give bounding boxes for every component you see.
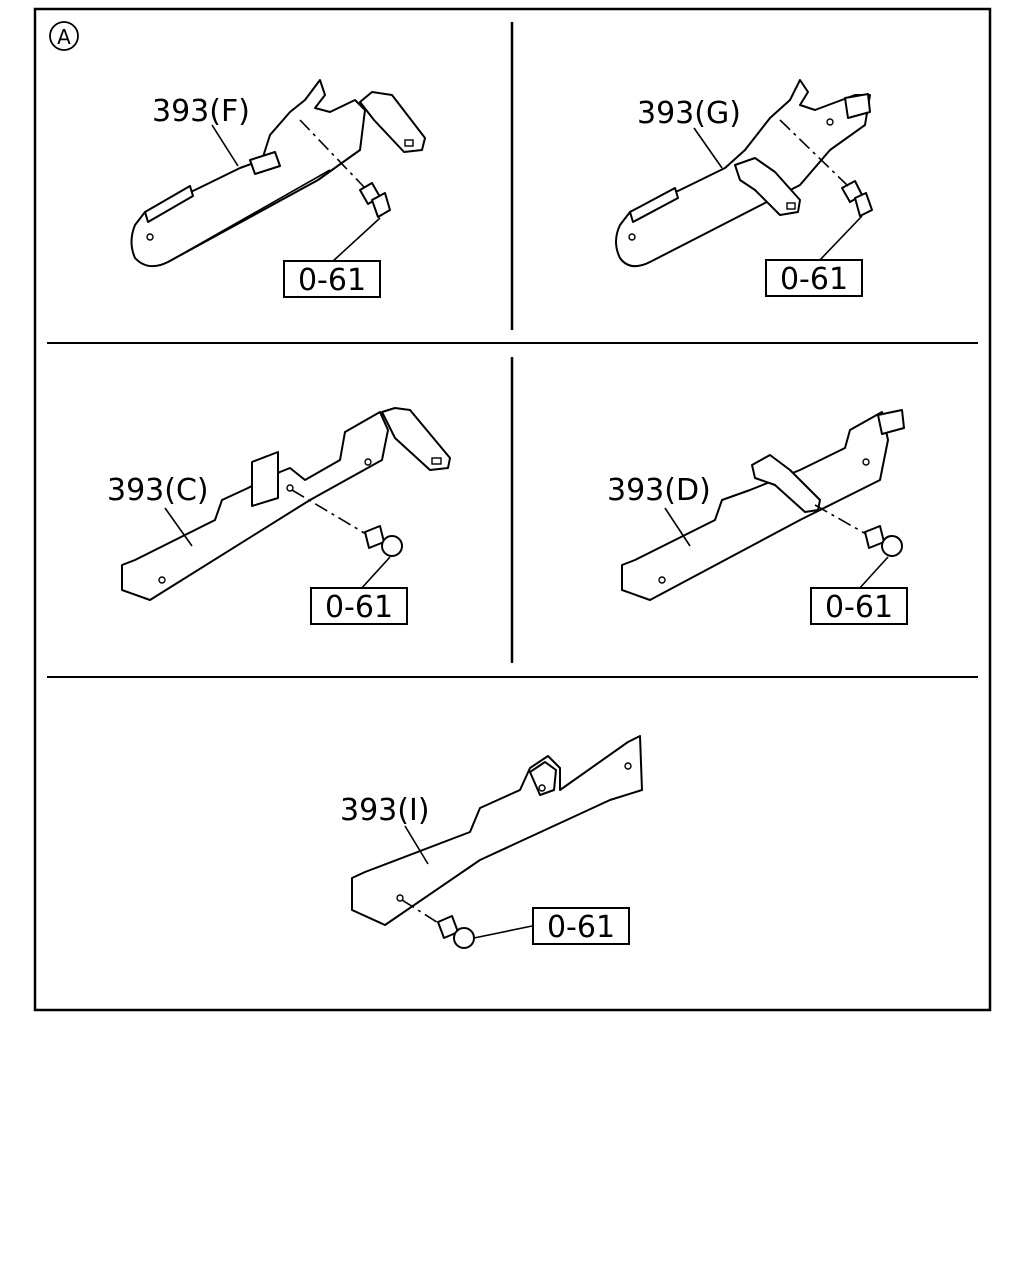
- section-marker-letter: A: [57, 25, 71, 49]
- install-axis-d: [814, 504, 867, 535]
- diagram-frame: [33, 7, 992, 1012]
- leader-0-61-f: [331, 217, 381, 263]
- panel-393-d: 393(D) 0-61: [607, 409, 908, 625]
- part-label-393-g: 393(G): [637, 96, 741, 131]
- leader-393-c: [164, 507, 193, 547]
- bracket-393-c: [121, 407, 451, 601]
- ref-code-d: 0-61: [825, 590, 893, 625]
- leader-393-d: [664, 507, 691, 547]
- ref-box-d: [810, 587, 908, 625]
- bracket-393-d: [621, 409, 905, 601]
- leader-0-61-g: [817, 215, 863, 263]
- part-label-393-i: 393(I): [340, 793, 430, 828]
- leader-393-f: [211, 124, 239, 167]
- leader-393-g: [693, 127, 723, 169]
- ref-box-f: [283, 260, 381, 298]
- part-label-393-d: 393(D): [607, 473, 711, 508]
- part-label-393-f: 393(F): [152, 94, 250, 129]
- ref-box-c: [310, 587, 408, 625]
- ref-box-g: [765, 259, 863, 297]
- leader-0-61-d: [857, 556, 889, 591]
- install-axis-i: [401, 899, 441, 925]
- bolt-0-61-d: [864, 525, 903, 557]
- bracket-393-i: [351, 735, 643, 926]
- install-axis-g: [779, 119, 849, 187]
- bolt-0-61-f: [359, 182, 391, 218]
- install-axis-c: [291, 489, 367, 535]
- leader-0-61-i: [473, 925, 533, 939]
- leader-393-i: [404, 825, 429, 865]
- bracket-393-g: [615, 79, 871, 268]
- bolt-0-61-c: [364, 525, 403, 557]
- section-marker: A: [49, 21, 79, 51]
- panel-393-c: 393(C) 0-61: [107, 407, 451, 625]
- bolt-0-61-i: [437, 915, 475, 949]
- panel-393-i: 393(I) 0-61: [340, 735, 643, 949]
- bolt-0-61-g: [841, 180, 873, 217]
- install-axis-f: [299, 119, 366, 189]
- panel-393-f: 393(F) 0-61: [130, 79, 426, 298]
- panel-393-g: 393(G) 0-61: [615, 79, 873, 297]
- ref-code-c: 0-61: [325, 590, 393, 625]
- leader-0-61-c: [359, 556, 391, 591]
- ref-code-g: 0-61: [780, 262, 848, 297]
- ref-box-i: [532, 907, 630, 945]
- ref-code-f: 0-61: [298, 263, 366, 298]
- ref-code-i: 0-61: [547, 910, 615, 945]
- part-label-393-c: 393(C): [107, 473, 209, 508]
